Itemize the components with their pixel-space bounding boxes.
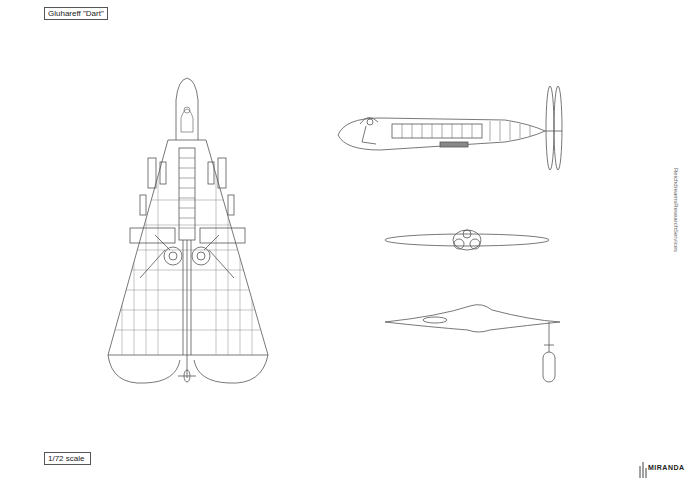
watermark-text: ReichdreamsResearchServices xyxy=(673,168,679,252)
front-view xyxy=(385,234,549,246)
logo-text: MIRANDA xyxy=(648,464,685,471)
title-text: Gluhareff "Dart" xyxy=(48,9,104,18)
fuselage-side xyxy=(338,118,545,150)
watermark-text-holder: ReichdreamsResearchServices xyxy=(673,168,679,252)
scale-box: 1/72 scale xyxy=(44,452,91,465)
section-view xyxy=(385,305,560,332)
logo-text-holder: MIRANDA xyxy=(648,464,685,471)
scale-text: 1/72 scale xyxy=(48,454,87,463)
title-box: Gluhareff "Dart" xyxy=(44,7,108,20)
canopy xyxy=(176,78,198,140)
wing-outline xyxy=(108,140,268,355)
